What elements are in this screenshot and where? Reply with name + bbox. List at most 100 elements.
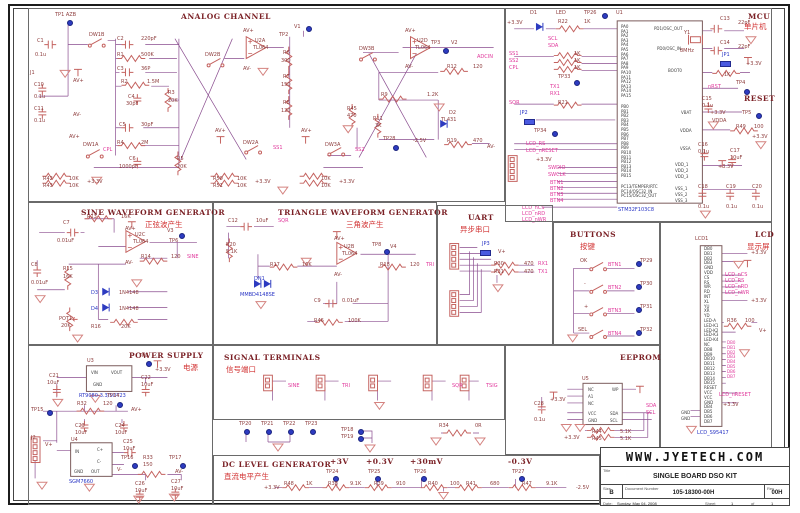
schematic-label: TP23	[305, 421, 318, 427]
testpoint-symbols	[245, 429, 486, 453]
schematic-label: 1K	[724, 72, 731, 78]
schematic-label: TP24	[326, 469, 339, 475]
schematic-label: V+	[45, 442, 53, 448]
drawing-title: SINGLE BOARD DSO KIT	[652, 473, 737, 480]
dot-marker	[636, 261, 642, 267]
schematic-label: R20	[226, 242, 236, 248]
schematic-label: 150	[143, 462, 153, 468]
buttons-art	[567, 261, 635, 343]
pin-label: PA9	[621, 65, 629, 71]
pin-label: PC13/TEMPER/RTC	[621, 184, 658, 189]
title-label: Title	[603, 468, 611, 473]
schematic-label: AV-	[243, 66, 252, 72]
pin-label: DB14	[704, 375, 715, 381]
dot-marker	[574, 80, 580, 86]
schematic-label: SINE	[187, 254, 199, 260]
schematic-label: R33	[143, 455, 153, 461]
buttons-wires	[573, 267, 635, 337]
schematic-label: +3.3V	[564, 435, 580, 441]
schematic-label: R8	[283, 100, 290, 106]
schematic-label: U4	[71, 437, 78, 443]
pin-label: XL	[704, 298, 709, 304]
schematic-label: 36P	[141, 66, 151, 72]
schematic-label: AV+	[243, 28, 254, 34]
schematic-label: C24	[115, 423, 125, 429]
pin-label: PB9	[621, 145, 629, 151]
schematic-label: MCU	[748, 12, 771, 21]
schematic-label: AV+	[73, 78, 84, 84]
pin-label: YD	[704, 313, 710, 319]
pin-label: PA15	[621, 92, 631, 98]
schematic-label: DW2A	[243, 140, 259, 146]
schematic-label: R2	[121, 79, 128, 85]
schematic-label: C12	[228, 218, 238, 224]
schematic-label: DW3B	[359, 46, 375, 52]
schematic-label: TP15	[31, 407, 44, 413]
pin-label: DB6	[727, 368, 736, 374]
title-block: WWW.JYETECH.COM Title SINGLE BOARD DSO K…	[600, 447, 790, 506]
schematic-label: 1.2K	[427, 92, 439, 98]
schematic-label: AV+	[334, 236, 345, 242]
schematic-label: 0.1u	[534, 417, 546, 423]
schematic-label: TX1	[550, 84, 560, 90]
schematic-label: 20K	[61, 323, 71, 329]
schematic-label: VOUT	[111, 370, 123, 375]
pin-label: PA0	[621, 24, 629, 29]
schematic-label: 10K	[321, 176, 331, 182]
pin-label: PA1	[621, 28, 629, 34]
schematic-label: 10K	[69, 176, 79, 182]
mcu-art	[507, 20, 767, 219]
schematic-label: 10uF	[171, 486, 184, 492]
schematic-label: J2	[31, 435, 36, 441]
pin-label: PB4	[621, 122, 629, 128]
sheet-total-value: 1	[771, 501, 774, 506]
pin-label: INT	[704, 293, 711, 299]
schematic-label: PD0/OSC_IN	[657, 46, 682, 51]
schematic-label: SGM7660	[69, 479, 94, 485]
schematic-label: LCD_nRESET	[719, 392, 751, 398]
meta-row: Size B Document Number 105-18300-00H Rev…	[601, 485, 789, 499]
schematic-label: 电源	[183, 363, 198, 372]
schematic-label: OUT	[91, 469, 100, 474]
schematic-label: U5	[582, 376, 589, 382]
schematic-label: 0.1u	[752, 204, 764, 210]
schematic-label: GND	[74, 469, 84, 474]
pin-label: PC15/OSC32_OUT	[621, 193, 657, 199]
schematic-label: GND	[93, 382, 103, 387]
schematic-label: SDA	[646, 403, 657, 409]
schematic-label: 500K	[141, 52, 154, 58]
schematic-label: POT1	[59, 316, 73, 322]
schematic-label: TP6	[169, 238, 179, 244]
schematic-label: R40	[428, 481, 438, 487]
pin-label: PB6	[621, 131, 629, 137]
schematic-label: 1.5M	[147, 79, 160, 85]
dot-marker	[146, 361, 152, 367]
schematic-label: TP34	[534, 128, 547, 134]
pin-label: PA13	[621, 83, 631, 89]
schematic-label: GND	[681, 416, 691, 421]
dot-marker	[180, 463, 186, 469]
schematic-label: TP25	[368, 469, 381, 475]
pin-label: PB14	[621, 168, 632, 174]
schematic-label: LED	[556, 10, 566, 16]
schematic-label: C26	[135, 481, 145, 487]
schematic-label: C28	[534, 401, 544, 407]
schematic-label: DW1B	[89, 32, 105, 38]
schematic-label: LCD_nCS	[522, 205, 545, 211]
dot-marker	[552, 131, 558, 137]
date-value: Sunday, May 04, 2008	[617, 501, 657, 506]
schematic-label: C+	[97, 447, 104, 452]
schematic-label: C18	[698, 184, 708, 190]
schematic-label: LCD_nRESET	[526, 148, 558, 154]
schematic-label: +3.3V	[718, 164, 734, 170]
schematic-label: 10K	[321, 183, 331, 189]
schematic-label: DW3A	[325, 142, 341, 148]
schematic-label: 470	[347, 113, 357, 119]
